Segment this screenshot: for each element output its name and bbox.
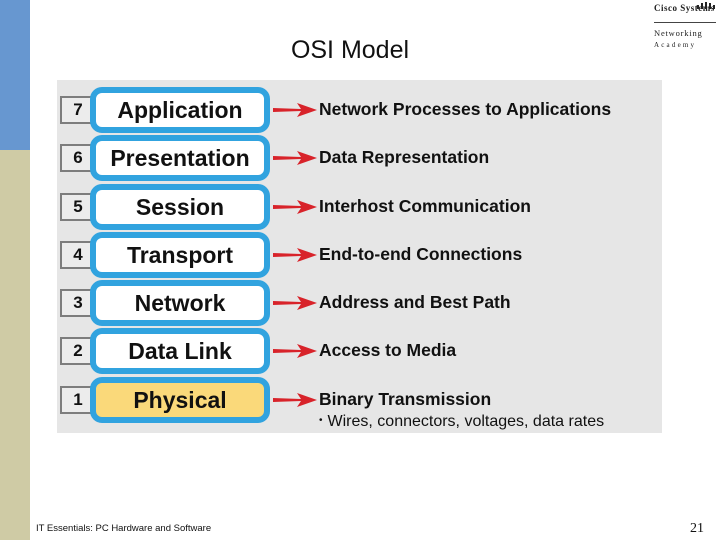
logo-line-2: Networking	[654, 28, 703, 38]
arrow-right-icon	[273, 200, 317, 214]
page-number: 21	[690, 521, 704, 536]
layer-row-3: 3 Network Address and Best Path	[57, 280, 662, 326]
layer-row-5: 5 Session Interhost Communication	[57, 184, 662, 230]
layer-row-7: 7 Application Network Processes to Appli…	[57, 87, 662, 133]
logo-rule	[654, 22, 716, 23]
layer-description: Interhost Communication	[319, 196, 531, 216]
arrow-right-icon	[273, 393, 317, 407]
layer-box-physical: Physical	[90, 377, 270, 423]
layer-box-application: Application	[90, 87, 270, 133]
arrow-right-icon	[273, 151, 317, 165]
layer-row-1: 1 Physical Binary Transmission	[57, 377, 662, 423]
side-band-accent	[0, 0, 30, 150]
layer-description: Access to Media	[319, 340, 457, 360]
layer-description: Data Representation	[319, 147, 490, 167]
layer-box-session: Session	[90, 184, 270, 230]
layer-description: Network Processes to Applications	[319, 99, 612, 119]
cisco-bars-icon	[697, 2, 715, 9]
layer-box-presentation: Presentation	[90, 135, 270, 181]
arrow-right-icon	[273, 296, 317, 310]
layer-row-2: 2 Data Link Access to Media	[57, 328, 662, 374]
layer-number: 7	[60, 96, 96, 124]
slide-title: OSI Model	[290, 36, 410, 64]
bullet-icon: •	[319, 415, 323, 426]
layer-description: End-to-end Connections	[319, 244, 523, 264]
arrow-right-icon	[273, 103, 317, 117]
layer-description: Address and Best Path	[319, 292, 511, 312]
footer-text: IT Essentials: PC Hardware and Software	[36, 523, 212, 534]
layer-box-data-link: Data Link	[90, 328, 270, 374]
logo-line-3: Academy	[654, 41, 697, 49]
osi-diagram: 7 Application Network Processes to Appli…	[57, 80, 662, 433]
arrow-right-icon	[273, 248, 317, 262]
layer-row-6: 6 Presentation Data Representation	[57, 135, 662, 181]
cisco-logo: Cisco Systems Networking Academy	[652, 2, 718, 52]
layer-description: Binary Transmission	[319, 389, 492, 409]
arrow-right-icon	[273, 344, 317, 358]
layer-row-4: 4 Transport End-to-end Connections	[57, 232, 662, 278]
physical-note-text: Wires, connectors, voltages, data rates	[327, 413, 605, 430]
layer-box-network: Network	[90, 280, 270, 326]
logo-line-1: Cisco Systems	[654, 3, 715, 13]
physical-note: • Wires, connectors, voltages, data rates	[319, 413, 604, 431]
layer-box-transport: Transport	[90, 232, 270, 278]
